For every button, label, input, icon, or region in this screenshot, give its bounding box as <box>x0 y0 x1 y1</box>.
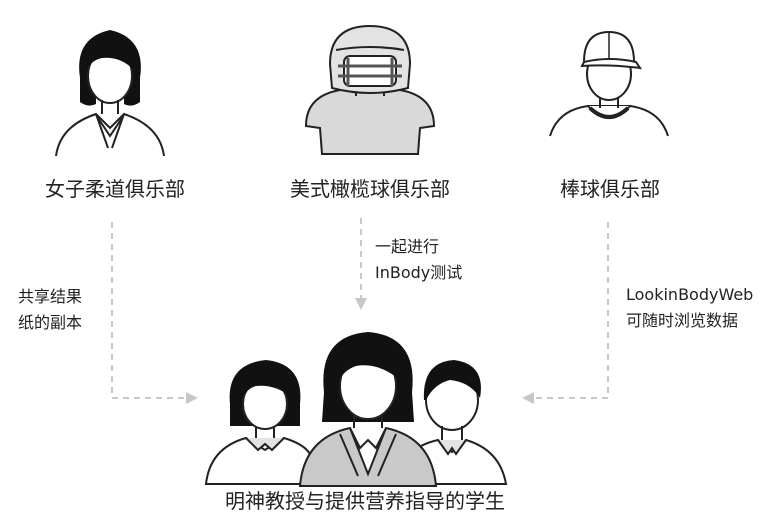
student-left-figure <box>204 360 311 485</box>
female-judoka-icon <box>55 30 165 157</box>
baseball-player-icon <box>549 30 669 137</box>
center-flow-note: 一起进行 InBody测试 <box>375 234 462 286</box>
center-flow-arrowhead <box>355 298 367 310</box>
right-flow-note-line1: LookinBodyWeb <box>626 285 754 304</box>
center-flow-note-line1: 一起进行 <box>375 237 440 256</box>
left-flow-arrowhead <box>186 392 198 404</box>
left-flow-note-line2: 纸的副本 <box>18 313 83 332</box>
football-player-icon <box>304 24 436 155</box>
target-group-label: 明神教授与提供营养指导的学生 <box>225 489 505 513</box>
teacher-figure <box>298 332 438 487</box>
judo-club-label: 女子柔道俱乐部 <box>45 177 185 201</box>
right-flow-note: LookinBodyWeb 可随时浏览数据 <box>626 282 753 334</box>
football-club-label: 美式橄榄球俱乐部 <box>290 177 450 201</box>
left-flow-note: 共享结果 纸的副本 <box>18 284 82 336</box>
left-flow-arrow <box>111 222 186 399</box>
center-flow-note-line2: InBody测试 <box>375 263 463 282</box>
baseball-club-label: 棒球俱乐部 <box>560 177 660 201</box>
left-flow-note-line1: 共享结果 <box>18 287 83 306</box>
right-flow-arrow <box>534 222 609 399</box>
right-flow-arrowhead <box>522 392 534 404</box>
right-flow-note-line2: 可随时浏览数据 <box>626 311 739 330</box>
teacher-and-students-icon <box>204 332 508 487</box>
